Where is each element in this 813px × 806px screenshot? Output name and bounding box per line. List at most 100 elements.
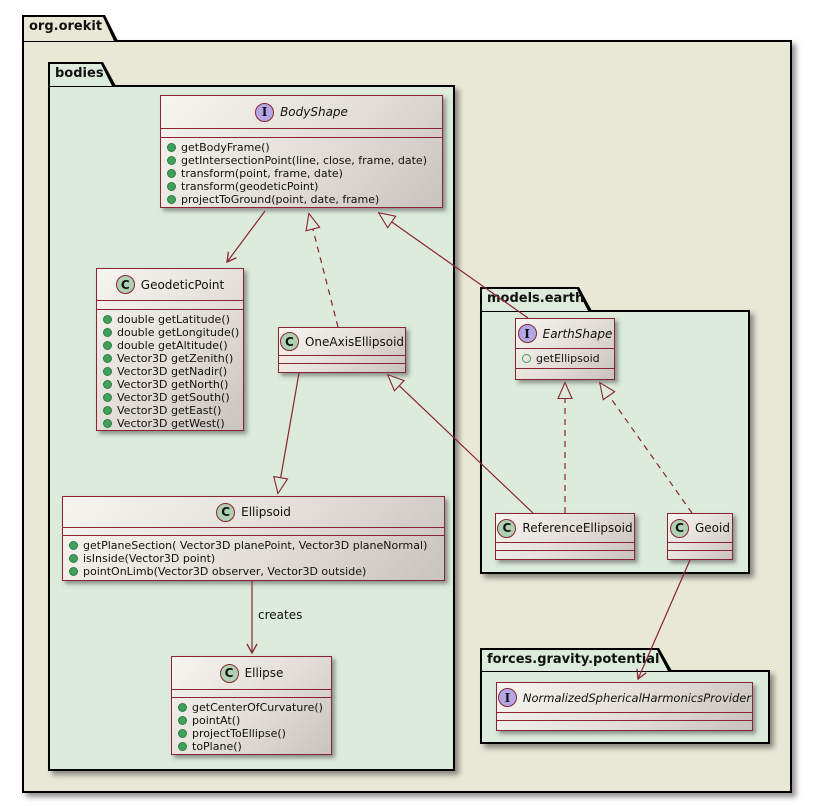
class-name: EarthShape [542, 326, 613, 341]
public-method-icon [103, 419, 112, 428]
method-row: double getAltitude() [103, 339, 237, 352]
class-header: I BodyShape [161, 96, 442, 128]
method-label: Vector3D getNadir() [117, 365, 228, 378]
package-tab-fill [24, 17, 114, 41]
fields-compartment [172, 689, 331, 697]
method-row: getIntersectionPoint(line, close, frame,… [167, 154, 436, 167]
class-header: C Geoid [668, 514, 732, 542]
method-row: double getLongitude() [103, 326, 239, 339]
methods-compartment [668, 550, 732, 559]
class-header: I EarthShape [516, 319, 614, 348]
methods-compartment [279, 363, 405, 372]
public-method-icon [167, 182, 176, 191]
method-label: getPlaneSection( Vector3D planePoint, Ve… [83, 539, 428, 552]
public-method-icon [178, 742, 187, 751]
public-method-icon [103, 393, 112, 402]
class-ellipse: C Ellipse getCenterOfCurvature() pointAt… [171, 656, 332, 755]
package-models-earth-tab: models.earth [480, 287, 592, 311]
method-row: pointAt() [178, 714, 325, 727]
method-row: projectToGround(point, date, frame) [167, 193, 436, 206]
method-label: projectToGround(point, date, frame) [181, 193, 380, 206]
class-earthshape: I EarthShape getEllipsoid [515, 318, 615, 380]
fields-compartment [496, 542, 634, 550]
class-name: Ellipse [244, 666, 284, 680]
method-label: double getLatitude() [117, 313, 230, 326]
field-row: getEllipsoid [522, 352, 608, 365]
public-method-icon [178, 729, 187, 738]
public-method-icon [103, 341, 112, 350]
public-method-icon [103, 315, 112, 324]
public-method-icon [103, 406, 112, 415]
field-icon [522, 354, 531, 363]
methods-compartment: getBodyFrame() getIntersectionPoint(line… [161, 137, 442, 207]
package-tab-fill [482, 650, 668, 671]
method-label: transform(geodeticPoint) [181, 180, 319, 193]
method-row: getCenterOfCurvature() [178, 701, 325, 714]
class-bodyshape: I BodyShape getBodyFrame() getIntersecti… [160, 95, 443, 208]
interface-badge-icon: I [497, 688, 517, 707]
public-method-icon [167, 143, 176, 152]
public-method-icon [103, 354, 112, 363]
fields-compartment [668, 542, 732, 550]
methods-compartment [497, 720, 752, 730]
interface-badge-icon: I [517, 324, 537, 343]
method-row: Vector3D getZenith() [103, 352, 237, 365]
class-badge-icon: C [497, 518, 517, 538]
method-row: transform(geodeticPoint) [167, 180, 436, 193]
method-row: Vector3D getNadir() [103, 365, 237, 378]
class-header: C GeodeticPoint [97, 269, 243, 300]
package-bodies-tab: bodies [48, 62, 116, 86]
method-label: Vector3D getZenith() [117, 352, 234, 365]
method-label: transform(point, frame, date) [181, 167, 343, 180]
interface-badge-icon: I [255, 102, 275, 122]
class-name: Ellipsoid [241, 505, 291, 519]
fields-compartment [161, 128, 442, 137]
method-row: pointOnLimb(Vector3D observer, Vector3D … [69, 565, 438, 578]
method-label: Vector3D getSouth() [117, 391, 230, 404]
class-badge-icon: C [115, 275, 135, 294]
public-method-icon [103, 328, 112, 337]
class-name: OneAxisEllipsoid [304, 334, 405, 349]
class-name: Geoid [695, 521, 730, 535]
creates-edge-label: creates [258, 608, 303, 622]
method-label: isInside(Vector3D point) [83, 552, 216, 565]
class-oneaxisellipsoid: C OneAxisEllipsoid [278, 327, 406, 373]
method-row: toPlane() [178, 740, 325, 753]
method-row: Vector3D getNorth() [103, 378, 237, 391]
class-name: BodyShape [280, 105, 348, 119]
class-header: C Ellipse [172, 657, 331, 689]
class-header: C Ellipsoid [63, 497, 444, 527]
methods-compartment [496, 550, 634, 559]
method-row: double getLatitude() [103, 313, 237, 326]
fields-compartment [279, 355, 405, 363]
fields-compartment: getEllipsoid [516, 348, 614, 368]
class-referenceellipsoid: C ReferenceEllipsoid [495, 513, 635, 560]
method-label: projectToEllipse() [192, 727, 286, 740]
class-badge-icon: C [670, 518, 689, 538]
method-row: Vector3D getSouth() [103, 391, 237, 404]
class-badge-icon: C [216, 502, 236, 522]
public-method-icon [69, 554, 78, 563]
public-method-icon [69, 567, 78, 576]
class-name: ReferenceEllipsoid [522, 521, 633, 535]
public-method-icon [103, 367, 112, 376]
class-name: GeodeticPoint [140, 277, 225, 292]
method-label: getBodyFrame() [181, 141, 270, 154]
package-tab-fill [50, 64, 112, 86]
class-header: C ReferenceEllipsoid [496, 514, 634, 542]
method-label: pointAt() [192, 714, 241, 727]
class-badge-icon: C [219, 663, 239, 683]
public-method-icon [167, 195, 176, 204]
method-row: projectToEllipse() [178, 727, 325, 740]
method-row: Vector3D getWest() [103, 417, 237, 430]
field-label: getEllipsoid [536, 352, 600, 365]
package-name: org.orekit [29, 19, 103, 34]
methods-compartment: getPlaneSection( Vector3D planePoint, Ve… [63, 535, 444, 580]
package-name: forces.gravity.potential [487, 652, 660, 667]
class-ellipsoid: C Ellipsoid getPlaneSection( Vector3D pl… [62, 496, 445, 581]
method-label: double getAltitude() [117, 339, 228, 352]
methods-compartment [516, 368, 614, 379]
fields-compartment [63, 527, 444, 535]
public-method-icon [103, 380, 112, 389]
